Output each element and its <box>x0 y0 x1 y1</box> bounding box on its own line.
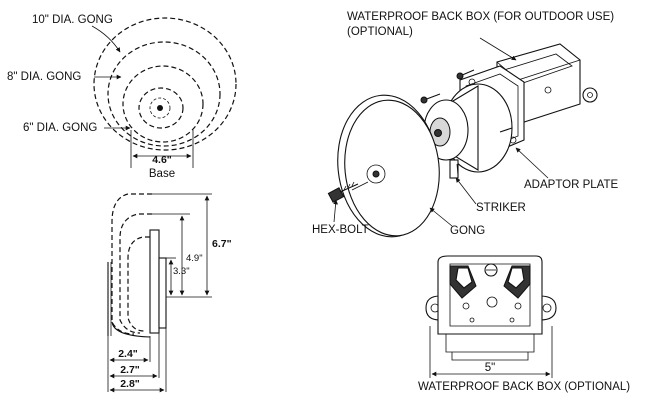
depth-2-label: 2.7" <box>120 364 140 376</box>
hex-bolt <box>327 181 359 203</box>
gong-center-dot <box>157 105 163 111</box>
base-width-label: 4.6" <box>152 154 172 166</box>
height-small-label: 3.3" <box>173 266 190 277</box>
depth-3-label: 2.8" <box>120 378 140 390</box>
left-mount-tab <box>425 295 441 321</box>
depth-1-label: 2.4" <box>118 348 138 360</box>
back-box-width-label: 5" <box>485 362 495 374</box>
exploded-assembly: WATERPROOF BACK BOX (FOR OUTDOOR USE) (O… <box>312 11 618 238</box>
striker-label: STRIKER <box>476 202 526 214</box>
side-gong-solid <box>111 321 151 338</box>
gong-10in-outline <box>93 17 237 151</box>
gong-side-view: 6.7" 4.9" 3.3" 2.4" 2.7" 2.8" <box>107 193 232 393</box>
gong-disc <box>337 94 440 238</box>
gong-inner-ring <box>138 87 184 129</box>
striker-arm <box>449 159 459 179</box>
mounting-screws <box>420 69 513 133</box>
side-8in-profile <box>119 213 152 334</box>
adaptor-plate-label: ADAPTOR PLATE <box>524 179 618 191</box>
gong-10in-label: 10" DIA. GONG <box>32 14 113 26</box>
gong-size-top-view: 4.6" Base 10" DIA. GONG 8" DIA. GONG 6" … <box>7 14 237 180</box>
side-mount-plate <box>158 257 167 329</box>
side-mount-base <box>149 229 160 334</box>
striker-shaft <box>434 129 442 137</box>
gong-10in-leader <box>91 25 121 53</box>
hex-bolt-label: HEX-BOLT <box>312 224 369 236</box>
bell-mechanism <box>423 83 513 179</box>
side-6in-profile <box>127 236 150 332</box>
gong-8in-outline <box>107 41 221 147</box>
gong-leader <box>429 207 453 227</box>
back-box-caption: WATERPROOF BACK BOX (OPTIONAL) <box>418 381 630 393</box>
back-box-leader <box>479 37 517 61</box>
back-box-front-view: 5" WATERPROOF BACK BOX (OPTIONAL) <box>418 255 630 393</box>
gong-label: GONG <box>450 225 485 237</box>
height-mid-label: 4.9" <box>186 253 203 264</box>
gong-8in-label: 8" DIA. GONG <box>7 71 81 83</box>
side-10in-profile <box>111 193 152 335</box>
gong-6in-label: 6" DIA. GONG <box>23 122 97 134</box>
base-label: Base <box>149 168 175 180</box>
adaptor-plate-leader <box>515 147 549 179</box>
back-box-title-label: WATERPROOF BACK BOX (FOR OUTDOOR USE) <box>347 11 614 23</box>
hex-bolt-leader <box>333 199 338 223</box>
gong-6in-outline <box>122 65 204 143</box>
back-box-optional-label: (OPTIONAL) <box>347 26 413 38</box>
right-mount-tab <box>539 295 557 321</box>
striker-leader <box>455 177 477 205</box>
height-total-label: 6.7" <box>212 238 232 250</box>
gong-center-ring <box>149 97 171 119</box>
